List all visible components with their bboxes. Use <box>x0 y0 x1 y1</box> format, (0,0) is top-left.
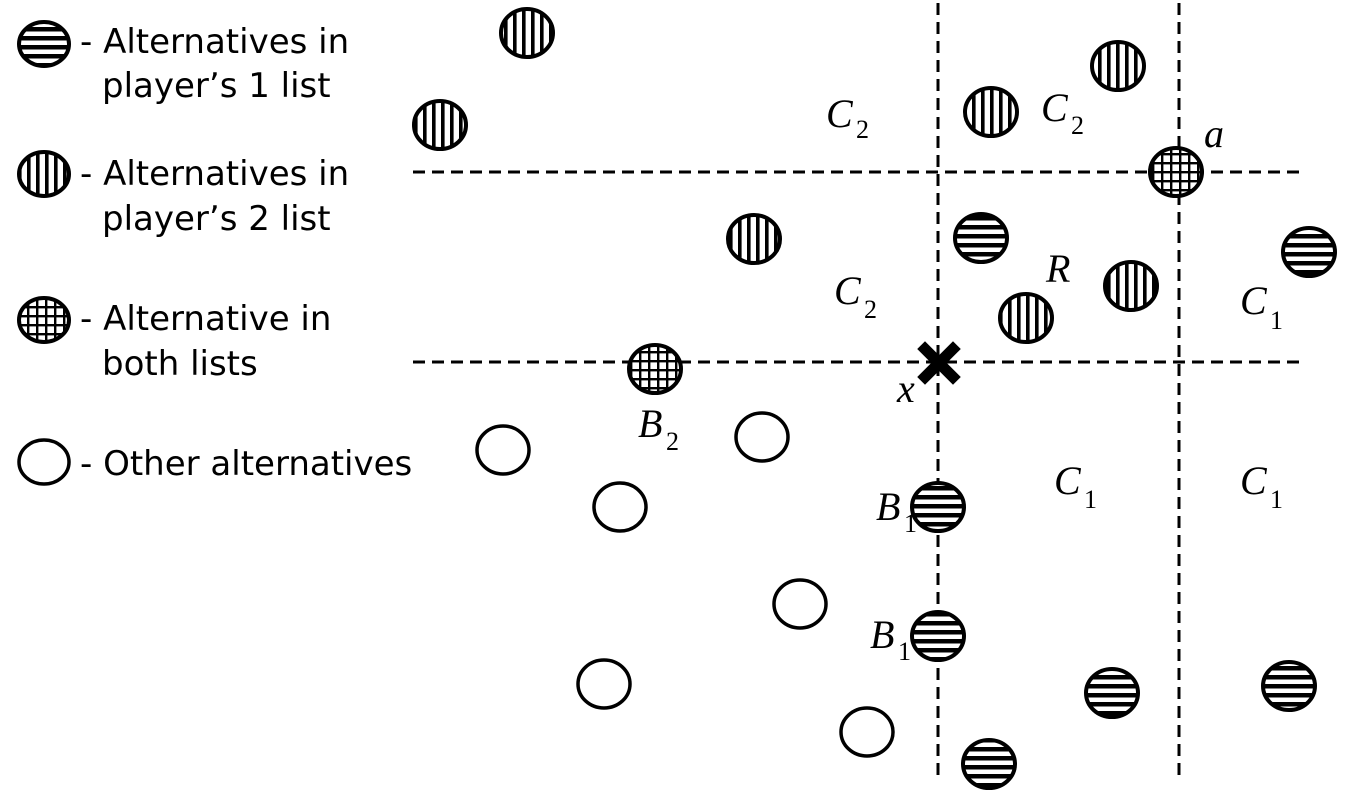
legend-both-line2: both lists <box>102 344 258 384</box>
other-alternative <box>475 424 531 476</box>
player2-alternative <box>1103 260 1159 312</box>
region-labels: C 2 C 2 C 2 R C 1 C 1 C 1 <box>826 85 1283 514</box>
legend-both-icon <box>17 296 71 344</box>
legend-player1-line1: - Alternatives in <box>80 22 349 62</box>
legend-player2-line1: - Alternatives in <box>80 154 349 194</box>
shared-alternative-a <box>1148 146 1204 198</box>
region-c2-mid-label: C <box>834 268 862 313</box>
legend-other-icon <box>17 438 71 486</box>
point-b2-subscript: 2 <box>666 427 679 456</box>
region-c1-bottom-right-label: C <box>1240 458 1268 503</box>
region-c1-right-subscript: 1 <box>1270 306 1283 335</box>
legend-player2-line2: player’s 2 list <box>102 199 331 239</box>
region-r-label: R <box>1045 246 1070 291</box>
region-c2-mid-subscript: 2 <box>864 295 877 324</box>
player1-alternative <box>1261 660 1317 712</box>
other-alternative <box>734 411 790 463</box>
point-a-label: a <box>1204 111 1224 156</box>
legend-player1-icon <box>17 20 71 68</box>
region-c2-top-label: C <box>1041 85 1069 130</box>
player1-alternative <box>1281 226 1337 278</box>
region-c2-subscript: 2 <box>856 115 869 144</box>
player2-alternative <box>1090 40 1146 92</box>
point-b1-upper-label: B <box>876 484 900 529</box>
region-c2-top-subscript: 2 <box>1071 111 1084 140</box>
other-alternative <box>839 706 895 758</box>
region-c1-bottom-right-subscript: 1 <box>1270 485 1283 514</box>
point-x-label: x <box>896 366 915 411</box>
player2-alternative <box>963 86 1019 138</box>
player2-alternative <box>499 7 555 59</box>
player2-alternative <box>726 213 782 265</box>
player1-alternative <box>1084 667 1140 719</box>
other-alternatives <box>475 411 895 758</box>
legend-player2-icon <box>17 150 71 198</box>
region-c1-center-label: C <box>1054 458 1082 503</box>
shared-alternatives <box>627 146 1204 395</box>
player2-alternative <box>998 292 1054 344</box>
player2-alternatives <box>412 7 1159 344</box>
player1-alternative <box>961 738 1017 790</box>
player1-alternatives <box>910 212 1337 790</box>
legend: - Alternatives in player’s 1 list - Alte… <box>17 20 412 486</box>
other-alternative <box>772 578 828 630</box>
player1-alternative <box>910 481 966 533</box>
point-b2-label: B <box>638 401 662 446</box>
x-mark-icon <box>917 341 961 385</box>
player1-alternative <box>910 610 966 662</box>
point-b1-lower-label: B <box>870 612 894 657</box>
region-c2-label: C <box>826 91 854 136</box>
legend-player1-line2: player’s 1 list <box>102 66 331 106</box>
other-alternative <box>576 658 632 710</box>
player2-alternative <box>412 99 468 151</box>
shared-alternative-b2 <box>627 343 683 395</box>
region-c1-right-label: C <box>1240 278 1268 323</box>
legend-other-line1: - Other alternatives <box>80 444 412 484</box>
other-alternative <box>592 481 648 533</box>
point-labels: a x B 2 B 1 B 1 <box>638 111 1224 666</box>
point-b1-lower-subscript: 1 <box>898 637 911 666</box>
legend-both-line1: - Alternative in <box>80 299 331 339</box>
region-c1-center-subscript: 1 <box>1084 485 1097 514</box>
player1-alternative <box>953 212 1009 264</box>
point-b1-upper-subscript: 1 <box>904 509 917 538</box>
